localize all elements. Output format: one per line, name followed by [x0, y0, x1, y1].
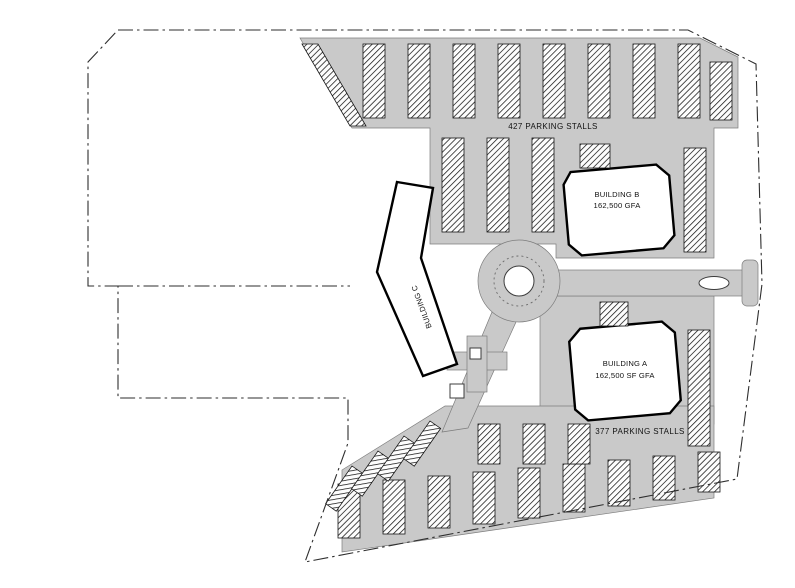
building-b-entry-canopy: [579, 143, 611, 169]
stall-bank: [687, 329, 711, 447]
building-b-footprint: [562, 163, 676, 257]
stall-bank-angled: [377, 435, 416, 482]
stall-bank-angled: [351, 450, 390, 497]
stall-bank: [362, 43, 386, 119]
building-b-name-label: BUILDING B: [594, 190, 639, 199]
stall-bank: [427, 475, 451, 529]
stall-bank: [683, 147, 707, 253]
east-road-hammerhead: [741, 259, 759, 307]
traffic-islands: [449, 255, 730, 399]
stall-bank: [542, 43, 566, 119]
bottom-parking-count-label: 377 PARKING STALLS: [595, 427, 685, 436]
stall-bank: [632, 43, 656, 119]
stall-bank: [562, 463, 586, 513]
stall-bank: [477, 423, 501, 465]
bottom-parking-stall-banks: [325, 329, 721, 539]
stall-bank: [382, 479, 406, 535]
plaza-structure-small: [449, 383, 465, 399]
plaza-structure-tiny: [469, 347, 482, 360]
building-a-name-label: BUILDING A: [603, 359, 648, 368]
building-a-entry-canopy: [599, 301, 629, 327]
stall-bank: [677, 43, 701, 119]
stall-bank-angled: [403, 420, 442, 467]
stall-bank: [587, 43, 611, 119]
stall-bank: [522, 423, 546, 465]
east-road-median-island: [698, 276, 730, 290]
stall-bank: [567, 423, 591, 465]
building-a-footprint: [567, 320, 683, 422]
stall-bank: [441, 137, 465, 233]
property-boundary: [87, 29, 763, 563]
stall-bank: [452, 43, 476, 119]
building-b-area-label: 162,500 GFA: [594, 201, 642, 210]
building-a-area-label: 162,500 SF GFA: [595, 371, 655, 380]
roundabout-center-island: [503, 265, 535, 297]
stall-bank: [517, 467, 541, 519]
stall-bank: [486, 137, 510, 233]
stall-bank: [652, 455, 676, 501]
roundabout-truck-apron-ring: [493, 255, 545, 307]
stall-bank-angled: [325, 465, 364, 512]
stall-bank: [497, 43, 521, 119]
top-parking-count-label: 427 PARKING STALLS: [508, 122, 598, 131]
stall-bank: [697, 451, 721, 493]
stall-bank: [607, 459, 631, 507]
stall-bank: [407, 43, 431, 119]
crosswalk-plaza-vertical: [466, 335, 488, 393]
building-footprints: [375, 143, 683, 422]
property-boundary-line: [87, 29, 763, 563]
building-c-footprint: [375, 180, 459, 378]
stall-bank: [472, 471, 496, 525]
stall-bank-diagonal-edge: [301, 43, 367, 127]
stall-bank: [709, 61, 733, 121]
stall-bank: [531, 137, 555, 233]
top-parking-stall-banks: [301, 43, 733, 253]
